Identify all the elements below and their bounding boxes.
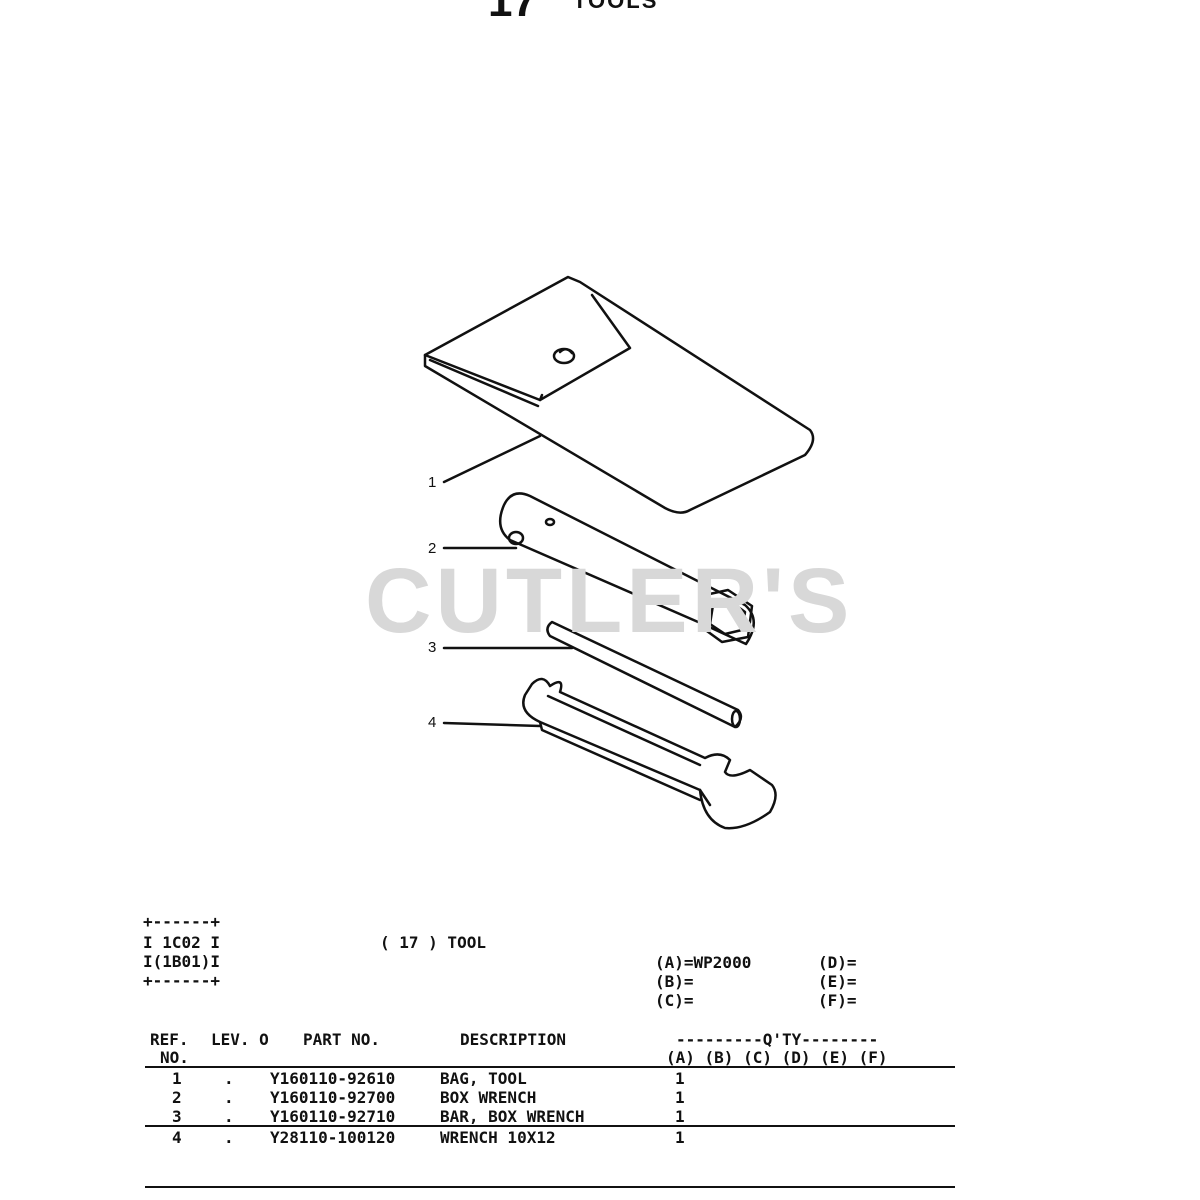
group-title: ( 17 ) TOOL — [380, 933, 486, 952]
box-wrench-drawing — [498, 492, 755, 646]
callout-2: 2 — [428, 540, 437, 557]
row-ref: 4 — [172, 1128, 182, 1147]
row-qty-a: 1 — [675, 1069, 685, 1088]
row-description: BAR, BOX WRENCH — [440, 1107, 585, 1126]
callout-3: 3 — [428, 639, 437, 656]
code-box-line1: I 1C02 I — [143, 933, 221, 952]
open-wrench-drawing — [522, 677, 777, 830]
code-box-top: +------+ — [143, 912, 221, 931]
header-no: NO. — [160, 1048, 189, 1067]
tools-illustration — [423, 275, 815, 830]
model-c: (C)= — [655, 991, 694, 1010]
row-ref: 3 — [172, 1107, 182, 1126]
section-number: 17 — [488, 0, 537, 26]
row-qty-a: 1 — [675, 1107, 685, 1126]
row-qty-a: 1 — [675, 1088, 685, 1107]
row-part-no: Y160110-92710 — [270, 1107, 396, 1126]
model-d: (D)= — [818, 953, 857, 972]
model-b: (B)= — [655, 972, 694, 991]
row-ref: 1 — [172, 1069, 182, 1088]
row-description: WRENCH 10X12 — [440, 1128, 556, 1147]
row-part-no: Y28110-100120 — [270, 1128, 396, 1147]
header-qty-banner: ---------Q'TY-------- — [676, 1030, 879, 1049]
header-ref: REF. — [150, 1030, 189, 1049]
row-lev: . — [224, 1128, 234, 1147]
bottom-rule — [145, 1186, 955, 1188]
model-a: (A)=WP2000 — [655, 953, 752, 972]
callout-1: 1 — [428, 474, 437, 491]
leader-line-4 — [442, 721, 542, 728]
row-lev: . — [224, 1107, 234, 1126]
header-description: DESCRIPTION — [460, 1030, 566, 1049]
code-box-bottom: +------+ — [143, 971, 221, 990]
header-lev: LEV. O — [211, 1030, 269, 1049]
header-rule — [145, 1066, 955, 1068]
header-part-no: PART NO. — [303, 1030, 381, 1049]
section-title: TOOLS — [573, 0, 659, 13]
tool-bag-drawing — [423, 275, 815, 514]
code-box-line2: I(1B01)I — [143, 952, 221, 971]
model-e: (E)= — [818, 972, 857, 991]
row-lev: . — [224, 1069, 234, 1088]
row-ref: 2 — [172, 1088, 182, 1107]
bar-drawing — [546, 620, 743, 729]
watermark-logo: CUTLER'S — [365, 550, 854, 652]
row-qty-a: 1 — [675, 1128, 685, 1147]
callout-4: 4 — [428, 714, 437, 731]
model-f: (F)= — [818, 991, 857, 1010]
row-lev: . — [224, 1088, 234, 1107]
row-description: BOX WRENCH — [440, 1088, 537, 1107]
row-description: BAG, TOOL — [440, 1069, 527, 1088]
group-rule — [145, 1125, 955, 1127]
row-part-no: Y160110-92700 — [270, 1088, 396, 1107]
header-qty-columns: (A) (B) (C) (D) (E) (F) — [666, 1048, 888, 1067]
row-part-no: Y160110-92610 — [270, 1069, 396, 1088]
leader-line-1 — [442, 434, 542, 484]
